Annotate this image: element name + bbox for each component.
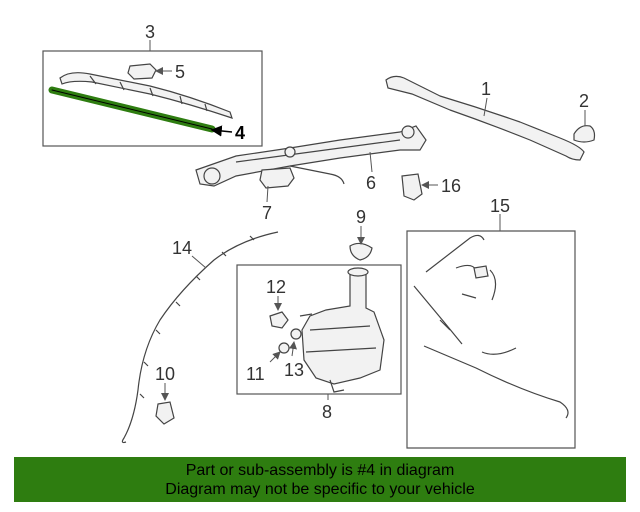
banner-line-2: Diagram may not be specific to your vehi… [165, 481, 475, 498]
blade-assembly-box [42, 50, 263, 147]
blade-refill-outline [51, 89, 213, 130]
callout-1: 1 [481, 79, 491, 99]
callout-9: 9 [356, 207, 366, 227]
linkage-pivot-center [284, 146, 296, 158]
seal-part-13 [290, 328, 302, 340]
wiper-blade-ribs [89, 75, 208, 112]
hose-set-part [413, 234, 569, 419]
wiper-motor-part [259, 167, 295, 189]
callout-12: 12 [266, 277, 286, 297]
callout-4-highlighted: 4 [235, 123, 245, 143]
hose-box [406, 230, 576, 449]
grommet-part-11 [278, 342, 290, 354]
info-banner: Part or sub-assembly is #4 in diagram Di… [14, 457, 626, 502]
linkage-pivot-left [203, 167, 221, 185]
hose-clip-part [473, 265, 489, 279]
washer-hose-part [121, 231, 279, 444]
leader-13 [289, 341, 297, 357]
leader-4 [210, 125, 233, 137]
callout-13: 13 [284, 360, 304, 380]
wiper-blade-frame [59, 72, 233, 119]
linkage-pivot-right [401, 125, 415, 139]
pump-part [349, 242, 373, 261]
blade-clip-part [127, 63, 157, 80]
banner-line-1: Part or sub-assembly is #4 in diagram [185, 462, 455, 479]
reservoir-cap [347, 267, 369, 277]
nozzle-part [155, 401, 175, 425]
callout-3: 3 [145, 22, 155, 42]
arm-cap-part [573, 125, 596, 143]
callout-15: 15 [490, 196, 510, 216]
callout-16: 16 [441, 176, 461, 196]
callout-14: 14 [172, 238, 192, 258]
callout-6: 6 [366, 173, 376, 193]
wiper-linkage-part [195, 125, 427, 187]
parts-diagram: 1 2 3 4 5 6 7 8 9 10 11 12 13 14 15 16 [42, 22, 596, 449]
callout-7: 7 [262, 203, 272, 223]
leader-14 [191, 255, 207, 269]
bracket-part [401, 173, 423, 201]
callout-2: 2 [579, 91, 589, 111]
callout-11: 11 [246, 364, 265, 384]
reservoir-bolt [299, 313, 313, 317]
leader-1 [483, 97, 488, 117]
washer-hose-clips [139, 235, 255, 399]
callout-5: 5 [175, 62, 185, 82]
leader-7 [266, 185, 269, 203]
reservoir-box [236, 264, 402, 395]
leader-6 [369, 151, 373, 173]
callout-8: 8 [322, 402, 332, 422]
callout-10: 10 [155, 364, 175, 384]
leader-11 [269, 351, 281, 363]
linkage-bar [235, 139, 401, 185]
wiper-arm-part [385, 75, 585, 161]
reservoir-details [305, 325, 377, 393]
motor-part-12 [269, 311, 289, 329]
